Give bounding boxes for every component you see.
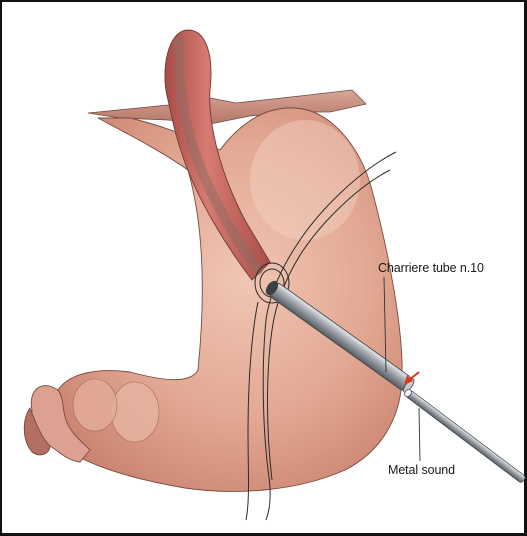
sound-label-leader xyxy=(419,408,420,461)
tube-label: Charriere tube n.10 xyxy=(378,261,484,275)
antrum-fold xyxy=(111,382,159,442)
antrum-fold xyxy=(73,379,117,431)
fundus-highlight xyxy=(250,120,360,240)
sound-label: Metal sound xyxy=(388,463,455,477)
